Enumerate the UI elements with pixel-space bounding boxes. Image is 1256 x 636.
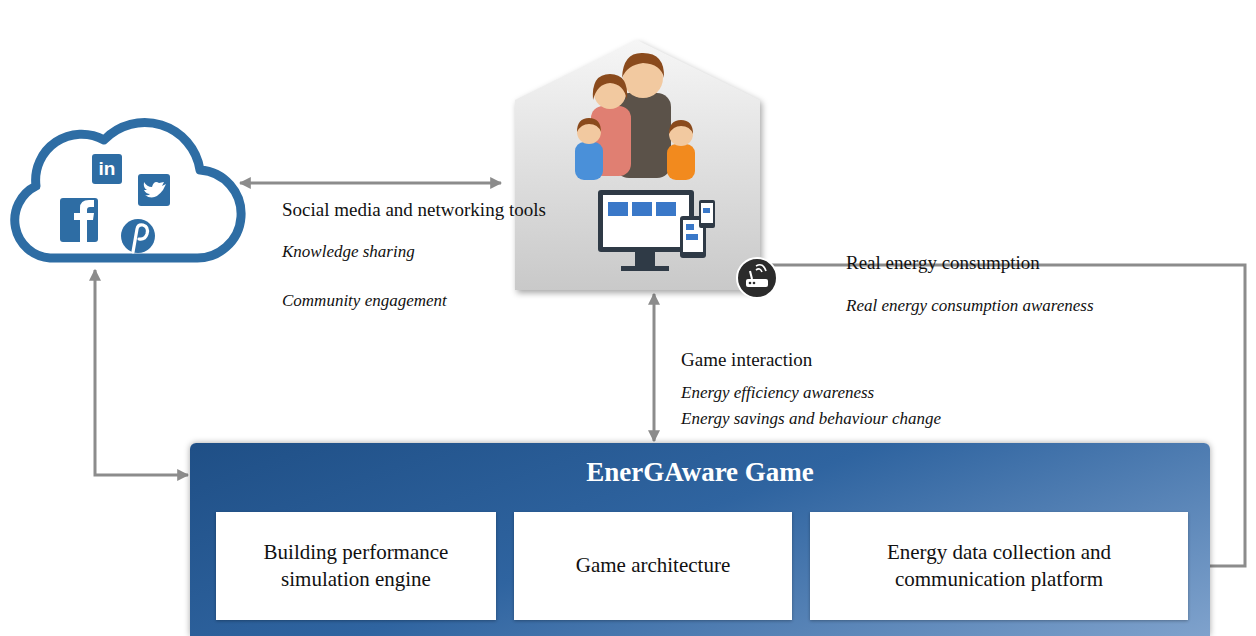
benefit-note: Real energy consumption awareness <box>846 296 1094 316</box>
connector-arrow <box>95 270 188 475</box>
box-label: Game architecture <box>576 552 731 579</box>
edge-label: Real energy consumption <box>846 252 1040 274</box>
benefit-note: Community engagement <box>282 291 447 311</box>
social-cloud: in <box>8 98 236 268</box>
component-box: Game architecture <box>514 512 792 620</box>
cloud-outline <box>8 98 236 268</box>
house-illustration <box>515 38 760 290</box>
connector-arrow <box>653 294 656 441</box>
game-band: EnerGAware GameBuilding performance simu… <box>190 443 1210 636</box>
benefit-note: Energy efficiency awareness <box>681 383 874 403</box>
box-label: Energy data collection and communication… <box>824 539 1174 594</box>
component-box: Building performance simulation engine <box>216 512 496 620</box>
edge-label: Game interaction <box>681 349 812 371</box>
box-label: Building performance simulation engine <box>230 539 482 594</box>
edge-label: Social media and networking tools <box>282 199 546 221</box>
router-icon <box>735 256 779 300</box>
benefit-note: Energy savings and behaviour change <box>681 409 941 429</box>
household <box>515 38 760 290</box>
component-box: Energy data collection and communication… <box>810 512 1188 620</box>
benefit-note: Knowledge sharing <box>282 242 415 262</box>
connector-arrow <box>240 182 501 185</box>
linkedin-logo: in <box>92 154 122 184</box>
band-title: EnerGAware Game <box>190 457 1210 488</box>
